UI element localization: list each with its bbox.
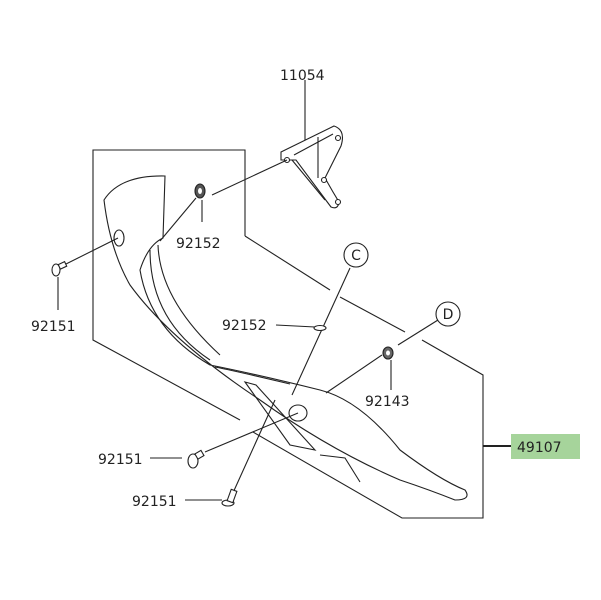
reference-mark-d: D xyxy=(435,301,461,327)
part-label-92151[interactable]: 92151 xyxy=(98,452,143,468)
part-label-49107[interactable]: 49107 xyxy=(517,440,562,456)
grommet-mid-part xyxy=(313,324,327,332)
part-label-92151[interactable]: 92151 xyxy=(132,494,177,510)
bracket-part xyxy=(280,125,343,209)
leader xyxy=(325,354,383,394)
bolt-left-part xyxy=(51,260,68,277)
washer-part xyxy=(382,346,394,360)
assembly-frame-lower xyxy=(252,339,484,519)
leader xyxy=(211,159,288,196)
assembly-frame-diag xyxy=(244,235,331,291)
leader xyxy=(291,267,351,396)
part-label-92152[interactable]: 92152 xyxy=(176,236,221,252)
leader xyxy=(231,399,276,496)
bolt-mid-part xyxy=(187,449,205,469)
svg-text:C: C xyxy=(351,248,361,264)
leader xyxy=(61,237,119,267)
reference-mark-c: C xyxy=(343,242,369,268)
leader xyxy=(204,412,299,453)
leader xyxy=(159,197,197,242)
leader xyxy=(275,324,316,328)
part-label-92143[interactable]: 92143 xyxy=(365,394,410,410)
highlight-box xyxy=(511,434,580,459)
part-label-11054[interactable]: 11054 xyxy=(280,68,325,84)
leader xyxy=(397,319,439,346)
bolt-lower-part xyxy=(221,488,238,507)
part-label-92152[interactable]: 92152 xyxy=(222,318,267,334)
svg-text:D: D xyxy=(443,307,454,323)
part-label-92151[interactable]: 92151 xyxy=(31,319,76,335)
assembly-frame xyxy=(92,149,246,421)
cover-part xyxy=(103,175,468,501)
assembly-frame-diag2 xyxy=(339,296,406,333)
grommet-upper-part xyxy=(194,183,206,199)
